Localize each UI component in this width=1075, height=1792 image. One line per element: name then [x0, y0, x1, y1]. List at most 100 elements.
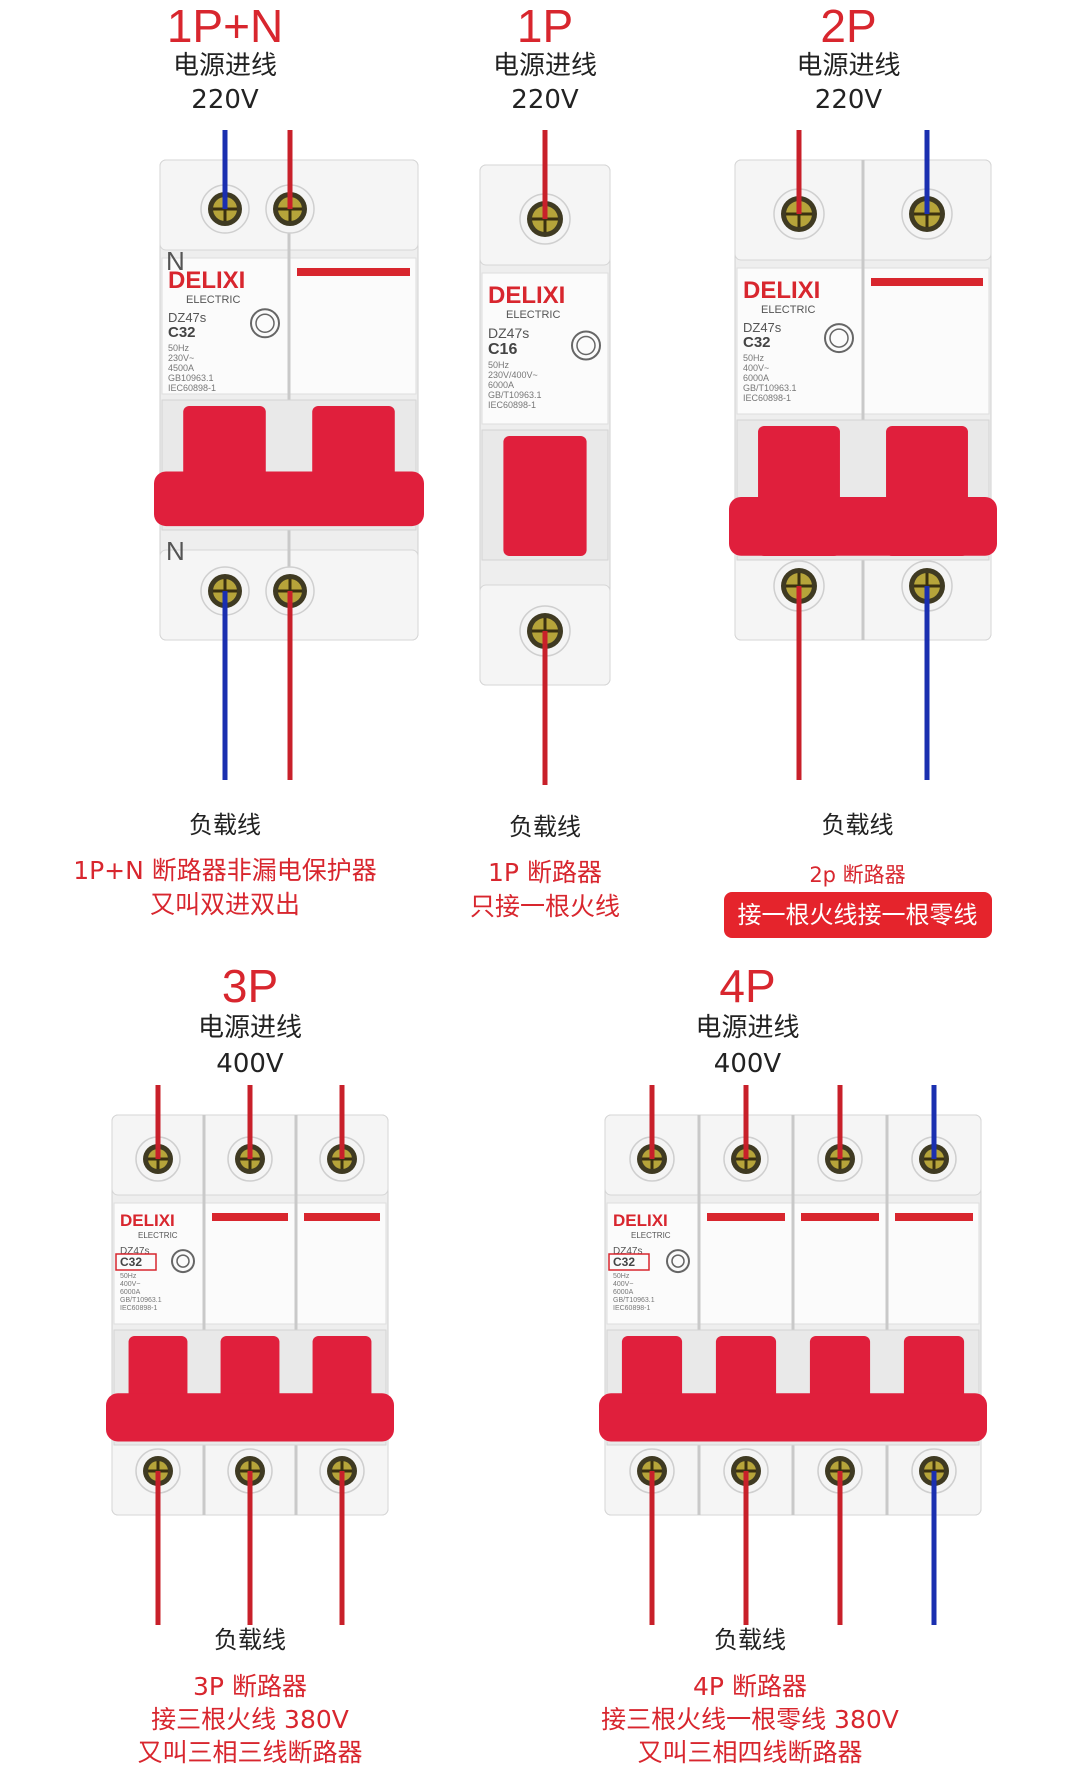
brand-subtitle: ELECTRIC: [186, 294, 240, 306]
voltage-label: 400V: [216, 1049, 284, 1079]
load-label: 负载线: [821, 811, 894, 839]
spec-line: 6000A: [613, 1289, 634, 1296]
ccc-mark-icon: [571, 330, 601, 361]
pole-red-strip: [871, 278, 983, 286]
model-label: DZ47s: [743, 320, 782, 335]
spec-line: 50Hz: [168, 343, 190, 353]
model-label: DZ47s: [613, 1246, 642, 1257]
load-label: 负载线: [189, 811, 261, 839]
load-label: 负载线: [714, 1626, 786, 1654]
spec-line: 6000A: [488, 380, 514, 390]
poles-title: 3P: [221, 960, 279, 1012]
brand-subtitle: ELECTRIC: [506, 309, 560, 321]
ccc-mark-inner: [255, 313, 275, 334]
spec-line: 6000A: [743, 373, 769, 383]
handle-tie-bar: [154, 471, 424, 527]
description-line-2: 又叫双进双出: [149, 890, 300, 919]
spec-line: 6000A: [120, 1289, 141, 1296]
neutral-mark-top: N: [166, 246, 185, 276]
load-label: 负载线: [509, 813, 581, 841]
feed-label: 电源进线: [172, 51, 277, 81]
feed-label: 电源进线: [197, 1013, 302, 1043]
spec-line: GB/T10963.1: [488, 390, 542, 400]
rating-highlight: [115, 1253, 157, 1271]
breaker-2p: DELIXIELECTRICDZ47sC3250Hz400V~6000AGB/T…: [729, 130, 997, 780]
ccc-mark-inner: [829, 328, 849, 348]
spec-line: 50Hz: [120, 1273, 137, 1280]
description-line-2: 只接一根火线: [469, 892, 620, 921]
breaker-1p: DELIXIELECTRICDZ47sC1650Hz230V/400V~6000…: [479, 130, 611, 785]
description-line-1: 2p 断路器: [809, 863, 906, 887]
spec-line: GB/T10963.1: [120, 1297, 162, 1304]
brand-logo: DELIXI: [743, 277, 820, 304]
poles-title: 1P+N: [166, 0, 284, 52]
pole-red-strip: [707, 1213, 785, 1221]
feed-label: 电源进线: [796, 51, 901, 81]
spec-line: 50Hz: [488, 360, 510, 370]
spec-line: GB/T10963.1: [743, 383, 797, 393]
spec-line: IEC60898-1: [743, 393, 791, 403]
breaker-handle: [503, 436, 587, 556]
breaker-4p: DELIXIELECTRICDZ47sC3250Hz400V~6000AGB/T…: [599, 1085, 987, 1625]
brand-subtitle: ELECTRIC: [761, 304, 815, 316]
voltage-label: 220V: [191, 85, 259, 115]
description-line-1: 4P 断路器: [693, 1672, 807, 1701]
badge-wrap: 接一根火线接一根零线: [680, 892, 1035, 938]
spec-line: 50Hz: [613, 1273, 630, 1280]
brand-logo: DELIXI: [120, 1211, 175, 1230]
spec-line: 400V~: [120, 1281, 140, 1288]
front-face: [481, 272, 609, 425]
pole-red-strip: [297, 268, 410, 276]
description-line-1: 1P+N 断路器非漏电保护器: [73, 856, 377, 885]
front-face: [113, 1202, 387, 1325]
model-label: DZ47s: [168, 310, 207, 325]
rating-label: C32: [743, 334, 771, 351]
feed-label: 电源进线: [492, 51, 597, 81]
brand-subtitle: ELECTRIC: [138, 1231, 178, 1240]
ccc-mark-icon: [250, 308, 280, 339]
spec-line: 230V/400V~: [488, 370, 538, 380]
poles-title: 1P: [516, 0, 574, 52]
spec-line: IEC60898-1: [120, 1305, 157, 1312]
ccc-mark-icon: [171, 1249, 195, 1274]
model-label: DZ47s: [120, 1246, 149, 1257]
voltage-label: 220V: [814, 85, 883, 115]
rating-label: C16: [488, 341, 517, 358]
spec-line: GB/T10963.1: [613, 1297, 655, 1304]
model-label: DZ47s: [488, 325, 529, 341]
description-line-3: 又叫三相四线断路器: [637, 1738, 863, 1767]
ccc-mark-inner: [176, 1254, 190, 1268]
spec-line: IEC60898-1: [168, 383, 216, 393]
spec-line: IEC60898-1: [613, 1305, 650, 1312]
ccc-mark-icon: [824, 323, 854, 354]
ccc-mark-inner: [576, 335, 596, 356]
description-line-1: 1P 断路器: [488, 858, 602, 887]
brand-logo: DELIXI: [168, 267, 245, 294]
rating-label: C32: [613, 1255, 635, 1269]
brand-logo: DELIXI: [613, 1211, 668, 1230]
rating-label: C32: [120, 1255, 142, 1269]
description-line-2: 接三根火线 380V: [151, 1705, 349, 1734]
spec-line: 230V~: [168, 353, 194, 363]
voltage-label: 400V: [713, 1049, 782, 1079]
spec-line: GB10963.1: [168, 373, 214, 383]
description-line-3: 又叫三相三线断路器: [137, 1738, 363, 1767]
handle-tie-bar: [729, 497, 997, 556]
feed-label: 电源进线: [695, 1013, 800, 1043]
voltage-label: 220V: [511, 85, 579, 115]
neutral-live-badge: 接一根火线接一根零线: [723, 892, 992, 938]
spec-line: 400V~: [743, 363, 769, 373]
load-label: 负载线: [214, 1626, 286, 1654]
handle-tie-bar: [599, 1393, 987, 1442]
brand-subtitle: ELECTRIC: [631, 1231, 671, 1240]
ccc-mark-icon: [666, 1249, 690, 1274]
poles-title: 4P: [719, 960, 776, 1012]
pole-red-strip: [304, 1213, 380, 1221]
ccc-mark-inner: [671, 1254, 685, 1268]
